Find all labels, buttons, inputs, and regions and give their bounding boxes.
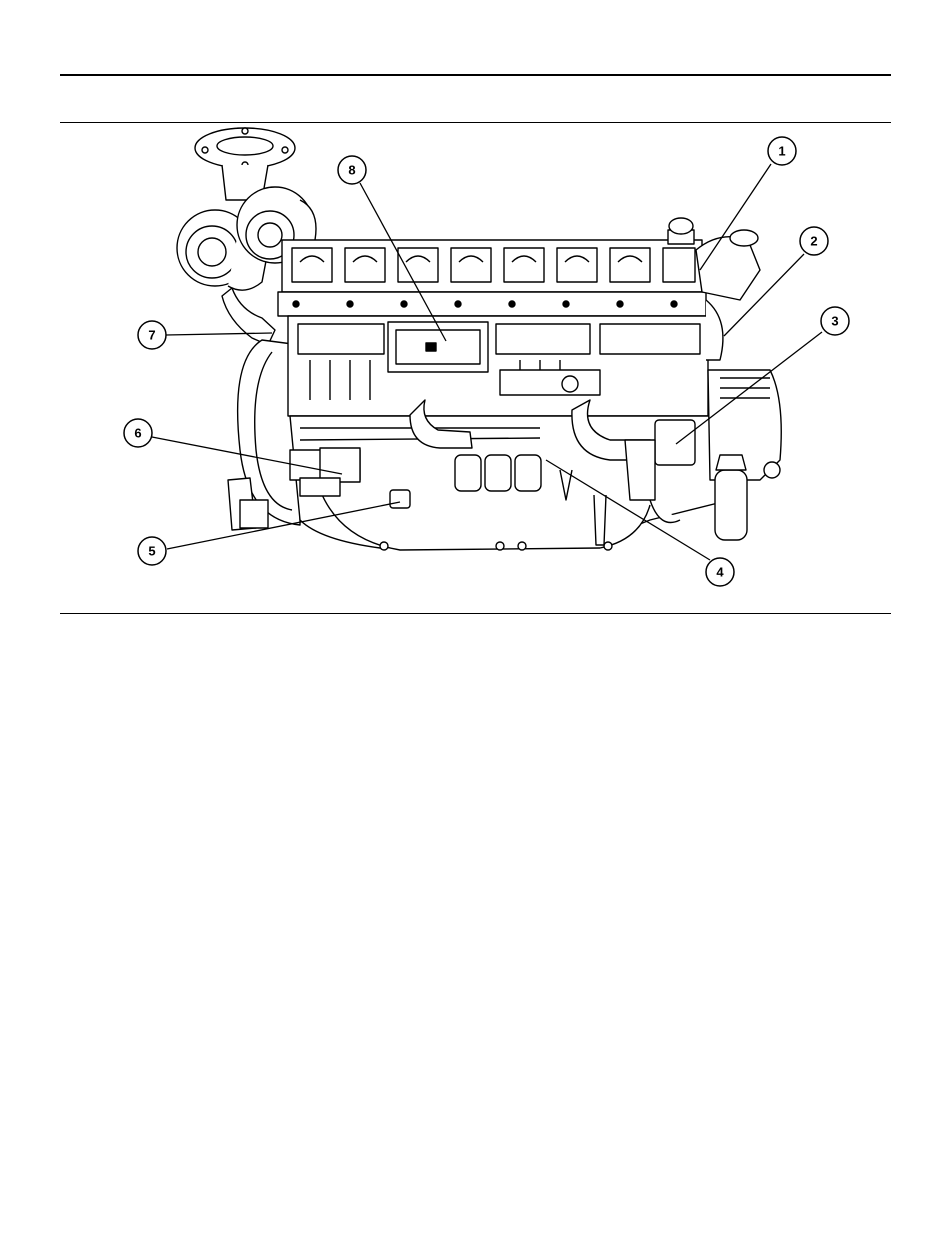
cylinder-head xyxy=(278,292,706,316)
callout-label: 2 xyxy=(810,234,817,249)
callout-label: 7 xyxy=(148,328,155,343)
oil-filters xyxy=(455,455,541,491)
callout-7: 7 xyxy=(138,321,166,349)
callout-label: 4 xyxy=(716,565,724,580)
electronic-control-module xyxy=(388,322,488,372)
callout-5: 5 xyxy=(138,537,166,565)
callout-6: 6 xyxy=(124,419,152,447)
callout-label: 1 xyxy=(778,144,785,159)
engine-illustration xyxy=(177,128,781,550)
callout-3: 3 xyxy=(821,307,849,335)
callout-label: 3 xyxy=(831,314,838,329)
turbo-pipe xyxy=(222,288,275,345)
callout-1: 1 xyxy=(768,137,796,165)
callout-label: 5 xyxy=(148,544,155,559)
oil-gauge-port xyxy=(390,490,410,508)
callout-4: 4 xyxy=(706,558,734,586)
callout-label: 6 xyxy=(134,426,141,441)
callout-2: 2 xyxy=(800,227,828,255)
engine-block xyxy=(288,316,708,416)
callout-label: 8 xyxy=(348,163,355,178)
valve-covers xyxy=(282,240,702,292)
callout-8: 8 xyxy=(338,156,366,184)
